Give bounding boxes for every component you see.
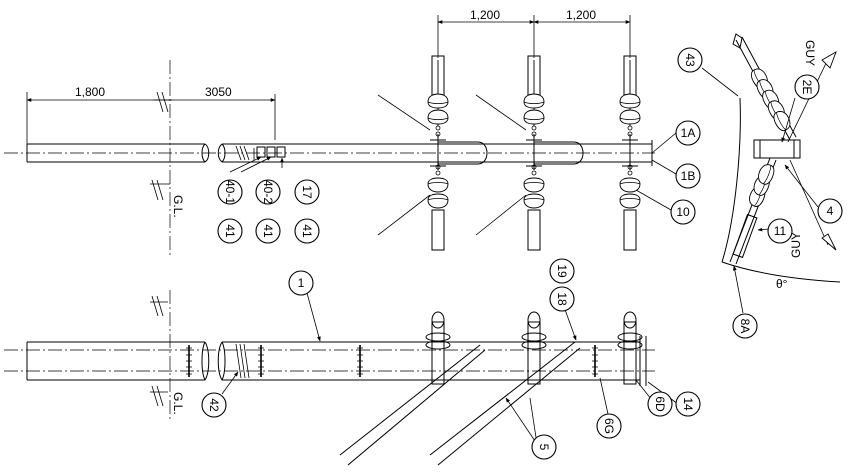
guy-label-lower: GUY <box>789 232 803 258</box>
callout-43: 43 <box>677 47 703 73</box>
callout-10-label: 10 <box>676 205 690 219</box>
callout-40-1: 40-1 <box>217 179 243 205</box>
dimension-right-span-label: 3050 <box>205 85 232 99</box>
clamp-40-1 <box>256 146 266 158</box>
dimension-insulator-spacing: 1,200 1,200 <box>437 8 631 58</box>
clamp-17 <box>276 146 286 158</box>
callout-6G: 6G <box>596 413 622 439</box>
callout-4: 4 <box>817 198 843 224</box>
callout-11-label: 11 <box>774 224 787 238</box>
callout-1A: 1A <box>675 120 701 146</box>
callout-41-a-label: 41 <box>223 224 237 238</box>
post-insulator-1 <box>425 311 451 385</box>
guy-detail-view: θ° GUY <box>721 33 841 291</box>
callout-5: 5 <box>531 434 557 460</box>
ground-symbol-bottom: G.L. <box>150 295 185 415</box>
callout-14: 14 <box>675 391 701 417</box>
callout-17: 17 <box>294 179 320 205</box>
callout-4-label: 4 <box>827 204 834 218</box>
diagonal-braces <box>339 341 581 466</box>
clamp-40-2 <box>266 146 276 158</box>
top-elevation-view: 1,800 3050 <box>4 8 655 255</box>
beam-plan <box>4 336 655 386</box>
callout-5-label: 5 <box>537 444 551 451</box>
callout-1A-label: 1A <box>681 126 696 140</box>
callout-41-b-label: 41 <box>261 224 275 238</box>
bottom-plan-view: G.L. <box>4 290 655 466</box>
callout-10: 10 <box>670 199 696 225</box>
callout-19-label: 19 <box>555 264 569 278</box>
angle-label: θ° <box>776 277 788 291</box>
callout-2E: 2E <box>794 74 820 100</box>
callout-42: 42 <box>201 392 227 418</box>
callout-18: 18 <box>549 286 575 312</box>
callout-40-2: 40-2 <box>255 179 281 205</box>
dimension-left-span-label: 1,800 <box>75 85 105 99</box>
callout-8A-label: 8A <box>738 319 752 334</box>
callout-1: 1 <box>288 270 314 296</box>
callout-41-b: 41 <box>255 218 281 244</box>
post-insulator-2 <box>521 311 547 385</box>
callout-41-a: 41 <box>217 218 243 244</box>
callout-6G-label: 6G <box>602 418 616 434</box>
guy-label-upper: GUY <box>803 40 817 66</box>
spacing-1-label: 1,200 <box>470 8 500 22</box>
spacing-2-label: 1,200 <box>566 8 596 22</box>
upper-guy-string <box>732 33 797 141</box>
ground-symbol-top: G.L. <box>150 179 185 218</box>
insulator-assembly-3 <box>620 55 640 251</box>
ground-label-top: G.L. <box>171 195 185 218</box>
lower-guy-string <box>729 157 777 265</box>
callout-2E-label: 2E <box>800 80 814 95</box>
post-insulator-3 <box>617 311 643 385</box>
callout-1B-label: 1B <box>681 169 696 183</box>
callout-1B: 1B <box>675 163 701 189</box>
callout-8A: 8A <box>732 313 758 339</box>
callout-18-label: 18 <box>555 292 569 306</box>
leader-lines <box>221 67 819 445</box>
callout-41-c-label: 41 <box>300 224 314 238</box>
insulator-assembly-1 <box>377 55 488 251</box>
callout-11: 11 <box>767 218 793 244</box>
callout-43-label: 43 <box>683 53 697 67</box>
dimension-left-span: 1,800 3050 <box>26 85 276 148</box>
callout-14-label: 14 <box>681 397 695 411</box>
lower-guy-wire <box>789 159 829 246</box>
callout-17-label: 17 <box>300 185 314 199</box>
callout-19: 19 <box>549 258 575 284</box>
yoke-plate <box>753 139 801 159</box>
insulator-assembly-2 <box>475 55 584 251</box>
callout-40-1-label: 40-1 <box>223 180 237 204</box>
callout-1-label: 1 <box>298 276 305 290</box>
callout-41-c: 41 <box>294 218 320 244</box>
callout-6D: 6D <box>647 391 673 417</box>
callout-40-2-label: 40-2 <box>261 180 275 204</box>
ground-label-bottom: G.L. <box>171 392 185 415</box>
callout-42-label: 42 <box>207 398 221 412</box>
callout-6D-label: 6D <box>653 396 667 412</box>
